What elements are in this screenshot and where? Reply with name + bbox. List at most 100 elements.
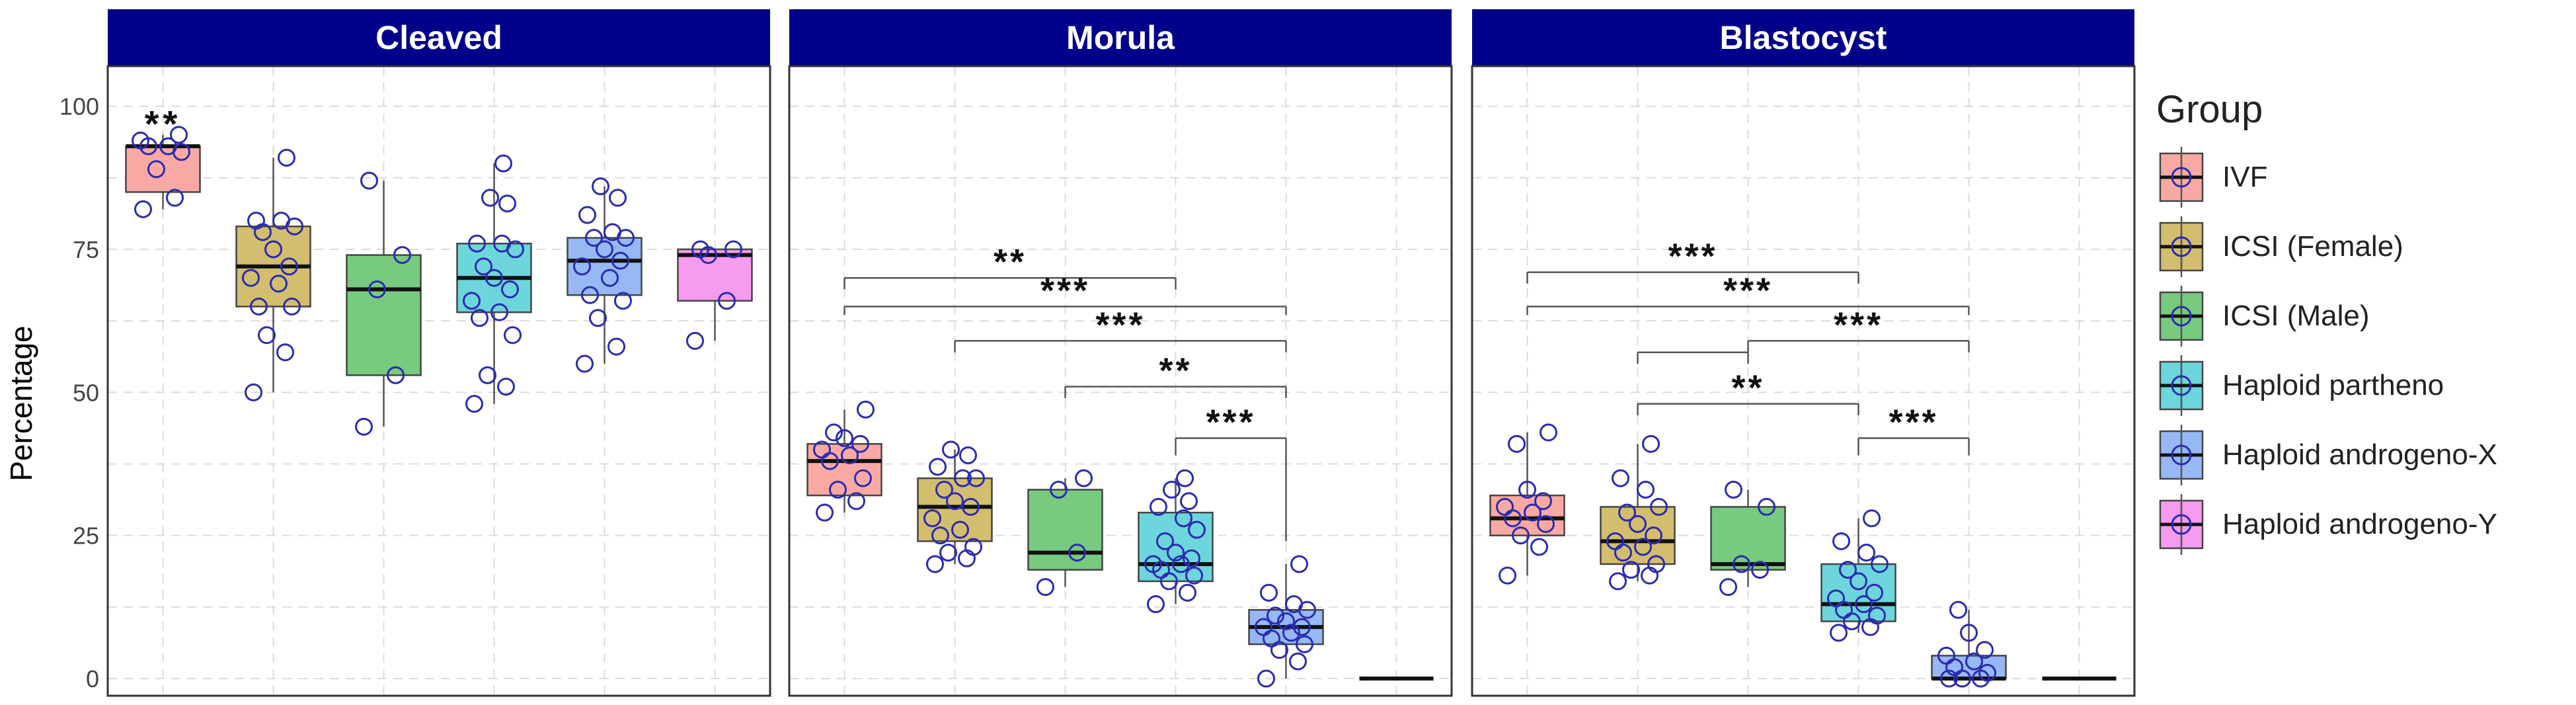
data-point (1163, 480, 1181, 499)
data-point (1172, 555, 1190, 573)
data-point (1609, 572, 1627, 591)
data-point (393, 246, 411, 265)
data-point (355, 417, 373, 436)
data-point (718, 292, 736, 310)
box-haploid-androgeno-x (566, 177, 643, 373)
significance-label: ** (145, 103, 182, 145)
legend-item: Haploid androgeno-X (2159, 425, 2497, 485)
box-haploid-partheno (1138, 469, 1214, 614)
data-point (611, 251, 629, 270)
data-point (1832, 532, 1850, 550)
box-haploid-androgeno-x (1248, 555, 1324, 688)
data-point (1257, 669, 1275, 688)
data-point (1296, 635, 1313, 653)
data-point (829, 480, 847, 499)
data-point (816, 503, 834, 522)
panel-title: Blastocyst (1720, 19, 1887, 56)
box-ivf (1489, 423, 1565, 585)
data-point (479, 366, 496, 384)
legend-point (2171, 236, 2192, 257)
data-point (967, 469, 985, 487)
legend-point (2171, 514, 2192, 535)
data-point (481, 188, 499, 207)
data-point (1612, 469, 1629, 487)
data-point (498, 194, 516, 213)
data-point (836, 429, 853, 448)
data-point (1289, 652, 1307, 671)
data-point (954, 469, 972, 487)
box-icsi-female- (235, 148, 311, 401)
data-point (1496, 497, 1514, 516)
data-point (1540, 423, 1557, 442)
data-point (485, 269, 503, 287)
facet-panels: 0255075100Cleaved**Morula*************Bl… (59, 9, 2136, 697)
data-point (935, 480, 953, 499)
data-point (283, 297, 301, 315)
data-point (1534, 492, 1552, 511)
panel-morula: Morula************* (788, 9, 1453, 697)
data-point (592, 177, 609, 196)
box-iqr (1027, 489, 1103, 571)
data-point (1827, 589, 1845, 608)
data-point (1855, 595, 1873, 614)
plot-area (108, 66, 770, 696)
significance-bracket (1637, 351, 1749, 364)
data-point (1068, 544, 1086, 562)
data-point (691, 240, 709, 259)
legend-label: Haploid androgeno-X (2222, 438, 2497, 471)
panel-cleaved: Cleaved** (106, 9, 771, 697)
data-point (841, 446, 859, 465)
data-point (1629, 515, 1647, 533)
significance-bracket: ** (1637, 368, 1859, 415)
data-point (1150, 497, 1167, 516)
legend-point (2171, 306, 2192, 327)
data-point (159, 137, 177, 155)
data-point (1508, 435, 1526, 453)
significance-bracket: *** (1857, 403, 1970, 456)
data-point (463, 292, 481, 310)
data-point (242, 269, 260, 287)
data-point (1868, 606, 1886, 625)
significance-label: *** (1206, 403, 1255, 442)
significance-bracket: ** (1064, 351, 1287, 398)
data-point (931, 526, 949, 545)
legend-item: IVF (2159, 147, 2267, 208)
data-point (576, 354, 594, 373)
data-point (264, 240, 282, 259)
data-point (1260, 583, 1278, 602)
data-point (1188, 520, 1206, 539)
data-point (1293, 618, 1311, 636)
significance-label: ** (994, 242, 1027, 282)
plot-area (789, 66, 1452, 696)
data-point (929, 458, 947, 476)
data-point (1147, 595, 1165, 614)
box-icsi-female- (1600, 435, 1676, 591)
data-point (609, 188, 627, 207)
data-point (851, 435, 869, 453)
significance-bracket: *** (1747, 305, 1970, 352)
data-point (926, 555, 944, 573)
data-point (497, 378, 515, 396)
data-point (585, 229, 603, 247)
data-point (951, 520, 969, 539)
data-point (825, 423, 843, 442)
data-point (360, 171, 378, 190)
data-point (1180, 492, 1198, 511)
legend-label: ICSI (Female) (2222, 230, 2403, 263)
significance-label: ** (1159, 351, 1192, 391)
data-point (1518, 480, 1536, 499)
box-iqr (1489, 494, 1565, 536)
significance-label: *** (1834, 305, 1883, 345)
data-point (601, 269, 619, 287)
data-point (1978, 663, 1996, 682)
significance-bracket: *** (1526, 237, 1859, 284)
legend-label: Haploid partheno (2222, 369, 2444, 401)
legend-point (2171, 167, 2192, 188)
data-point (1622, 561, 1640, 579)
data-point (857, 400, 875, 419)
box-icsi-male- (1710, 480, 1786, 597)
data-point (1634, 538, 1652, 556)
box-icsi-male- (1027, 469, 1103, 597)
